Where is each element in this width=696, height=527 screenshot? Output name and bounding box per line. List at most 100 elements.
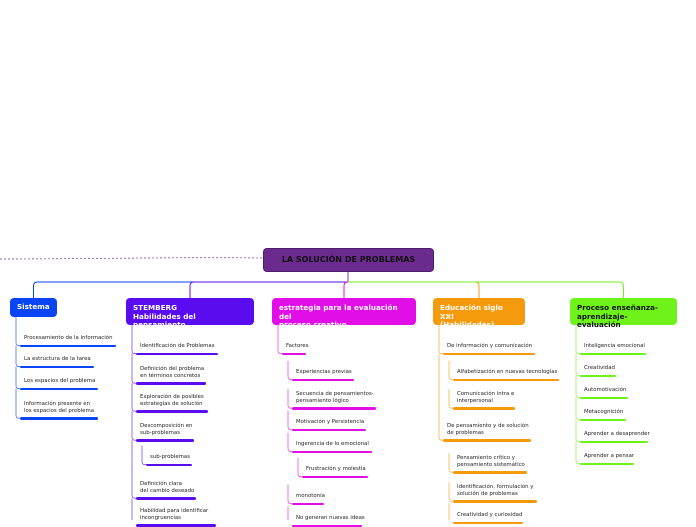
topic-item[interactable]: Creatividad — [584, 365, 615, 371]
branch-connector-sistema — [33, 281, 348, 298]
branch-proceso[interactable]: Proceso enseñanza- aprendizaje-evaluació… — [570, 298, 677, 329]
topic-item[interactable]: Los espacios del problema — [24, 378, 96, 384]
item-connector — [575, 375, 580, 398]
item-connector — [575, 441, 580, 464]
topic-item[interactable]: Alfabetización en nuevas tecnologías — [457, 369, 558, 375]
item-connector — [448, 503, 450, 520]
item-connector — [287, 389, 292, 409]
topic-item[interactable]: De información y comunicación — [447, 343, 533, 349]
topic-underline — [580, 440, 648, 443]
item-connector — [438, 353, 443, 441]
item-connector — [448, 482, 453, 502]
topic-underline — [453, 407, 515, 410]
topic-item[interactable]: Motivación y Persistencia — [296, 419, 365, 425]
topic-item[interactable]: Pensamiento crítico y pensamiento sistem… — [457, 455, 525, 468]
topic-underline — [292, 502, 324, 505]
topic-item[interactable]: Frustración y molestia — [306, 466, 366, 472]
topic-item[interactable]: sub-problemas — [150, 454, 191, 460]
item-connector — [15, 317, 20, 346]
item-connector — [15, 345, 20, 367]
topic-item[interactable]: Descomposición en sub-problemas — [140, 423, 193, 436]
topic-underline — [580, 418, 626, 421]
topic-item[interactable]: Definición clara del cambio deseado — [140, 481, 195, 494]
topic-item[interactable]: De pensamiento y de solución de problema… — [447, 423, 529, 436]
item-connector — [297, 457, 302, 477]
item-connector — [575, 397, 580, 420]
item-connector — [131, 498, 133, 520]
item-connector — [131, 383, 136, 412]
topic-underline — [136, 382, 206, 385]
topic-item[interactable]: Definición del problema en términos conc… — [140, 366, 205, 379]
topic-underline — [20, 417, 98, 420]
item-connector — [15, 366, 20, 389]
topic-underline — [136, 524, 216, 527]
topic-item[interactable]: Aprender a desaprender — [584, 431, 650, 437]
topic-underline — [580, 462, 634, 465]
branch-educacion[interactable]: Educación siglo XXI (Habilidades) — [433, 298, 525, 329]
topic-underline — [136, 497, 196, 500]
topic-underline — [136, 352, 218, 355]
topic-underline — [136, 439, 194, 442]
topic-item[interactable]: monotonía — [296, 493, 325, 499]
topic-underline — [580, 352, 646, 355]
topic-item[interactable]: Procesamiento de la información — [24, 335, 113, 341]
topic-underline — [20, 365, 94, 368]
branch-connector-educacion — [348, 281, 480, 298]
item-connector — [287, 432, 292, 452]
item-connector — [575, 419, 580, 442]
topic-item[interactable]: Identificación, formulación y solución d… — [457, 484, 534, 497]
item-connector — [448, 453, 453, 473]
topic-item[interactable]: Metacognición — [584, 409, 624, 415]
topic-item[interactable]: Creatividad y curiosidad — [457, 512, 523, 518]
item-connector — [287, 484, 292, 504]
topic-underline — [20, 387, 98, 390]
topic-underline — [453, 500, 537, 503]
item-connector — [131, 440, 136, 499]
branch-label: Educación siglo XXI (Habilidades) — [440, 303, 503, 329]
topic-underline — [292, 428, 366, 431]
branch-label: Sistema — [17, 302, 50, 311]
branch-stemberg[interactable]: STEMBERG Habilidades del pensamiento — [126, 298, 254, 329]
topic-item[interactable]: Experiencias previas — [296, 369, 352, 375]
topic-underline — [136, 410, 208, 413]
topic-item[interactable]: Identificación de Problemas — [140, 343, 215, 349]
topic-underline — [292, 378, 354, 381]
item-connector — [277, 325, 282, 354]
branch-connector-stemberg — [189, 281, 348, 298]
item-connector — [438, 325, 443, 354]
topic-item[interactable]: Habilidad para identificar incongruencia… — [140, 508, 209, 521]
topic-item[interactable]: Inteligencia emocional — [584, 343, 645, 349]
branch-label: STEMBERG Habilidades del pensamiento — [133, 303, 196, 329]
topic-underline — [580, 374, 616, 377]
floating-relationship-line — [0, 257, 264, 260]
item-connector — [141, 445, 146, 465]
item-connector — [575, 353, 580, 376]
branch-label: Proceso enseñanza- aprendizaje-evaluació… — [577, 303, 658, 329]
branch-connector-proceso — [348, 281, 624, 298]
topic-item[interactable]: Comunicación intra e interpersonal — [457, 391, 515, 404]
topic-item[interactable]: Secuencia de pensamientos- pensamiento l… — [296, 391, 374, 404]
branch-connector-estrategia — [343, 281, 349, 298]
topic-item[interactable]: No generan nuevas ideas — [296, 515, 365, 521]
branch-label: estrategia para la evaluación del proces… — [279, 303, 398, 329]
branch-sistema[interactable]: Sistema — [10, 298, 57, 317]
topic-underline — [453, 521, 523, 524]
item-connector — [15, 388, 20, 419]
topic-item[interactable]: Información presente en los espacios del… — [24, 401, 95, 414]
topic-underline — [292, 407, 376, 410]
topic-underline — [292, 450, 372, 453]
topic-item[interactable]: Exploración de posibles estrategias de s… — [140, 394, 204, 407]
topic-underline — [453, 378, 559, 381]
branch-estrategia[interactable]: estrategia para la evaluación del proces… — [272, 298, 416, 329]
item-connector — [131, 325, 136, 354]
topic-item[interactable]: Aprender a pensar — [584, 453, 635, 459]
topic-item[interactable]: La estructura de la tarea — [24, 356, 91, 362]
topic-underline — [443, 439, 531, 442]
item-connector — [575, 325, 580, 354]
item-connector — [448, 360, 453, 380]
topic-item[interactable]: Automotivación — [584, 387, 627, 393]
topic-underline — [443, 352, 535, 355]
topic-item[interactable]: Factores — [286, 343, 309, 349]
topic-item[interactable]: Ingerencia de lo emocional — [296, 441, 369, 447]
root-topic[interactable]: LA SOLUCIÓN DE PROBLEMAS — [263, 248, 434, 272]
